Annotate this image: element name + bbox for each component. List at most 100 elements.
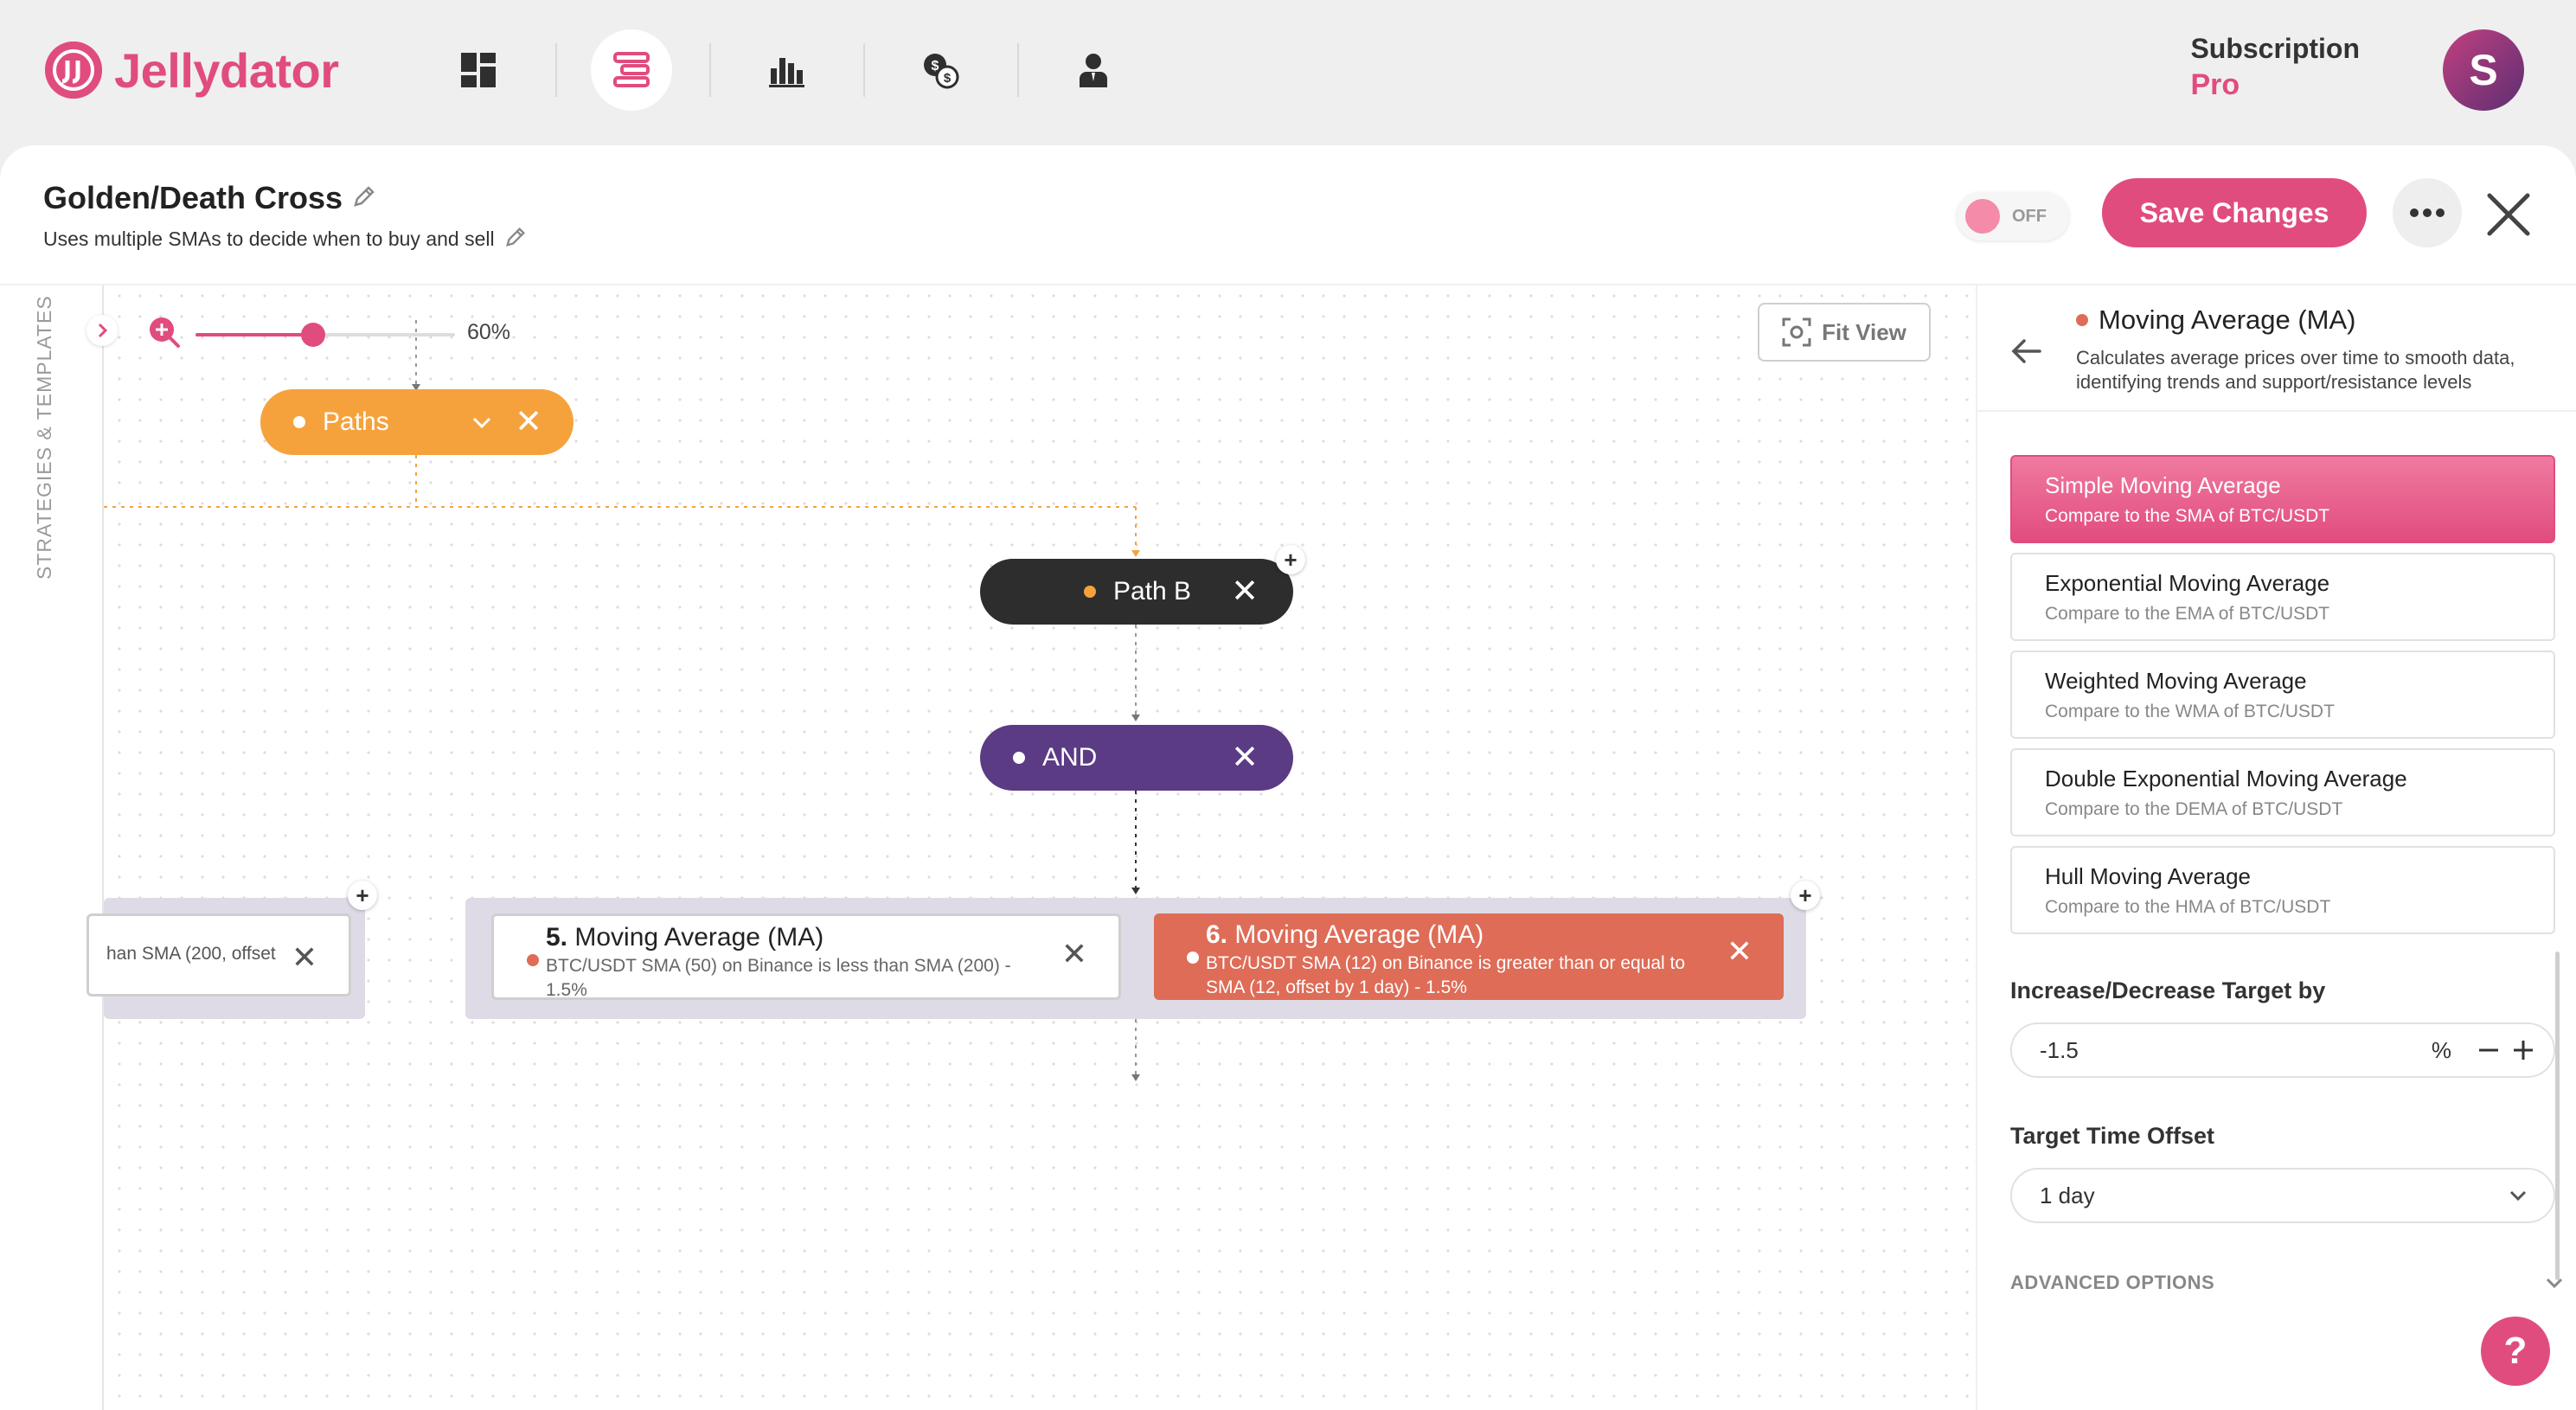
option-simple-moving-average[interactable]: Simple Moving Average Compare to the SMA… [2010,455,2555,543]
option-title: Exponential Moving Average [2045,570,2330,596]
paths-node[interactable]: Paths ✕ [260,389,574,455]
fit-view-label: Fit View [1822,318,1906,345]
time-offset-value: 1 day [2040,1182,2095,1208]
decrement-button[interactable] [2474,1035,2503,1065]
paths-node-label: Paths [323,407,389,436]
pricing-icon[interactable]: $$ [900,29,981,111]
condition-status-dot [1187,952,1199,964]
app-logo[interactable]: Jellydator [45,42,339,99]
zoom-in-icon[interactable] [147,315,182,349]
condition-number: 5. [546,923,568,952]
help-icon: ? [2503,1330,2528,1372]
save-changes-button[interactable]: Save Changes [2102,178,2367,247]
option-double-exponential-moving-average[interactable]: Double Exponential Moving Average Compar… [2010,748,2555,836]
and-node-label: AND [1042,743,1098,772]
zoom-slider-fill [195,333,314,336]
condition-card-6[interactable]: 6. Moving Average (MA) BTC/USDT SMA (12)… [1154,913,1784,1000]
more-options-button[interactable] [2393,178,2462,247]
and-node[interactable]: AND ✕ [980,725,1293,791]
add-condition-button[interactable]: + [1791,881,1820,910]
analytics-icon[interactable] [746,29,827,111]
target-label: Increase/Decrease Target by [2010,977,2326,1003]
nav-separator [709,43,711,97]
strategy-active-toggle[interactable]: OFF [1957,192,2069,240]
indicator-status-dot [2076,314,2088,326]
option-title: Weighted Moving Average [2045,668,2307,694]
subscription-plan: Pro [2190,68,2240,101]
dashboard-icon[interactable] [438,29,519,111]
option-title: Simple Moving Average [2045,472,2281,498]
remove-and-node-icon[interactable]: ✕ [1231,740,1259,776]
svg-text:$: $ [944,71,952,86]
plus-icon [2514,1041,2533,1060]
option-exponential-moving-average[interactable]: Exponential Moving Average Compare to th… [2010,553,2555,641]
condition-group: 5. Moving Average (MA) BTC/USDT SMA (50)… [465,898,1806,1019]
panel-description: Calculates average prices over time to s… [2076,347,2515,393]
option-subtitle: Compare to the HMA of BTC/USDT [2045,897,2331,917]
indicator-settings-panel: Moving Average (MA) Calculates average p… [1976,285,2576,1410]
header-divider [0,284,2576,285]
advanced-options-toggle[interactable]: ADVANCED OPTIONS [2010,1272,2564,1294]
strategy-description: Uses multiple SMAs to decide when to buy… [43,228,495,250]
condition-status-dot [527,954,539,966]
time-offset-select[interactable]: 1 day [2010,1168,2555,1223]
remove-condition-icon[interactable]: ✕ [1061,936,1087,971]
avatar[interactable]: S [2443,29,2524,111]
target-value[interactable]: -1.5 [2040,1036,2079,1063]
logo-mark-icon [45,42,102,99]
zoom-slider[interactable] [195,323,455,347]
ma-type-options: Simple Moving Average Compare to the SMA… [2010,455,2555,944]
increment-button[interactable] [2509,1035,2538,1065]
remove-condition-icon[interactable]: ✕ [291,939,317,975]
option-weighted-moving-average[interactable]: Weighted Moving Average Compare to the W… [2010,651,2555,739]
strategy-canvas[interactable]: STRATEGIES & TEMPLATES 60% Fit View Path… [26,285,1972,1410]
subscription-info: Subscription Pro [2190,33,2360,102]
option-title: Double Exponential Moving Average [2045,766,2407,792]
zoom-slider-handle[interactable] [301,323,326,347]
node-status-dot [293,416,305,428]
target-unit: % [2431,1036,2451,1063]
nav-separator [555,43,557,97]
close-editor-button[interactable] [2483,189,2534,240]
chevron-right-icon [98,323,108,338]
option-subtitle: Compare to the DEMA of BTC/USDT [2045,799,2343,819]
top-nav: Jellydator $$ Subscription Pro S [0,0,2576,145]
chevron-down-icon[interactable] [471,407,492,437]
offset-label: Target Time Offset [2010,1123,2215,1149]
side-tab-label: STRATEGIES & TEMPLATES [33,295,55,580]
option-subtitle: Compare to the EMA of BTC/USDT [2045,604,2330,624]
strategies-icon[interactable] [591,29,672,111]
add-condition-button[interactable]: + [348,881,377,910]
back-arrow-icon[interactable] [2009,334,2043,369]
edit-description-icon[interactable] [503,225,528,253]
path-b-node[interactable]: Path B ✕ [980,559,1293,625]
path-b-node-label: Path B [1113,577,1192,606]
add-path-button[interactable]: + [1276,545,1305,574]
fit-view-button[interactable]: Fit View [1758,303,1931,362]
app-name: Jellydator [114,42,339,98]
condition-card[interactable]: han SMA (200, offset ✕ [87,913,351,997]
condition-description: BTC/USDT SMA (12) on Binance is greater … [1206,953,1686,997]
expand-sidebar-button[interactable] [87,315,118,346]
condition-title: Moving Average (MA) [574,923,824,952]
remove-condition-icon[interactable]: ✕ [1726,933,1753,969]
option-hull-moving-average[interactable]: Hull Moving Average Compare to the HMA o… [2010,846,2555,934]
condition-card-5[interactable]: 5. Moving Average (MA) BTC/USDT SMA (50)… [491,913,1121,1000]
node-status-dot [1013,752,1025,764]
remove-path-b-node-icon[interactable]: ✕ [1231,574,1259,610]
node-status-dot [1084,586,1096,598]
panel-title: Moving Average (MA) [2099,304,2356,335]
option-subtitle: Compare to the SMA of BTC/USDT [2045,506,2330,526]
target-input[interactable]: -1.5 % [2010,1022,2555,1078]
remove-paths-node-icon[interactable]: ✕ [515,404,542,440]
panel-scrollbar[interactable] [2555,952,2560,1280]
account-icon[interactable] [1053,29,1134,111]
strategy-title: Golden/Death Cross [43,180,343,215]
strategies-templates-tab[interactable]: STRATEGIES & TEMPLATES [26,285,104,1410]
toggle-knob [1965,199,2000,234]
help-button[interactable]: ? [2481,1317,2550,1386]
fit-view-icon [1782,317,1811,347]
edit-title-icon[interactable] [351,183,377,214]
more-icon [2410,208,2445,217]
option-title: Hull Moving Average [2045,863,2251,889]
